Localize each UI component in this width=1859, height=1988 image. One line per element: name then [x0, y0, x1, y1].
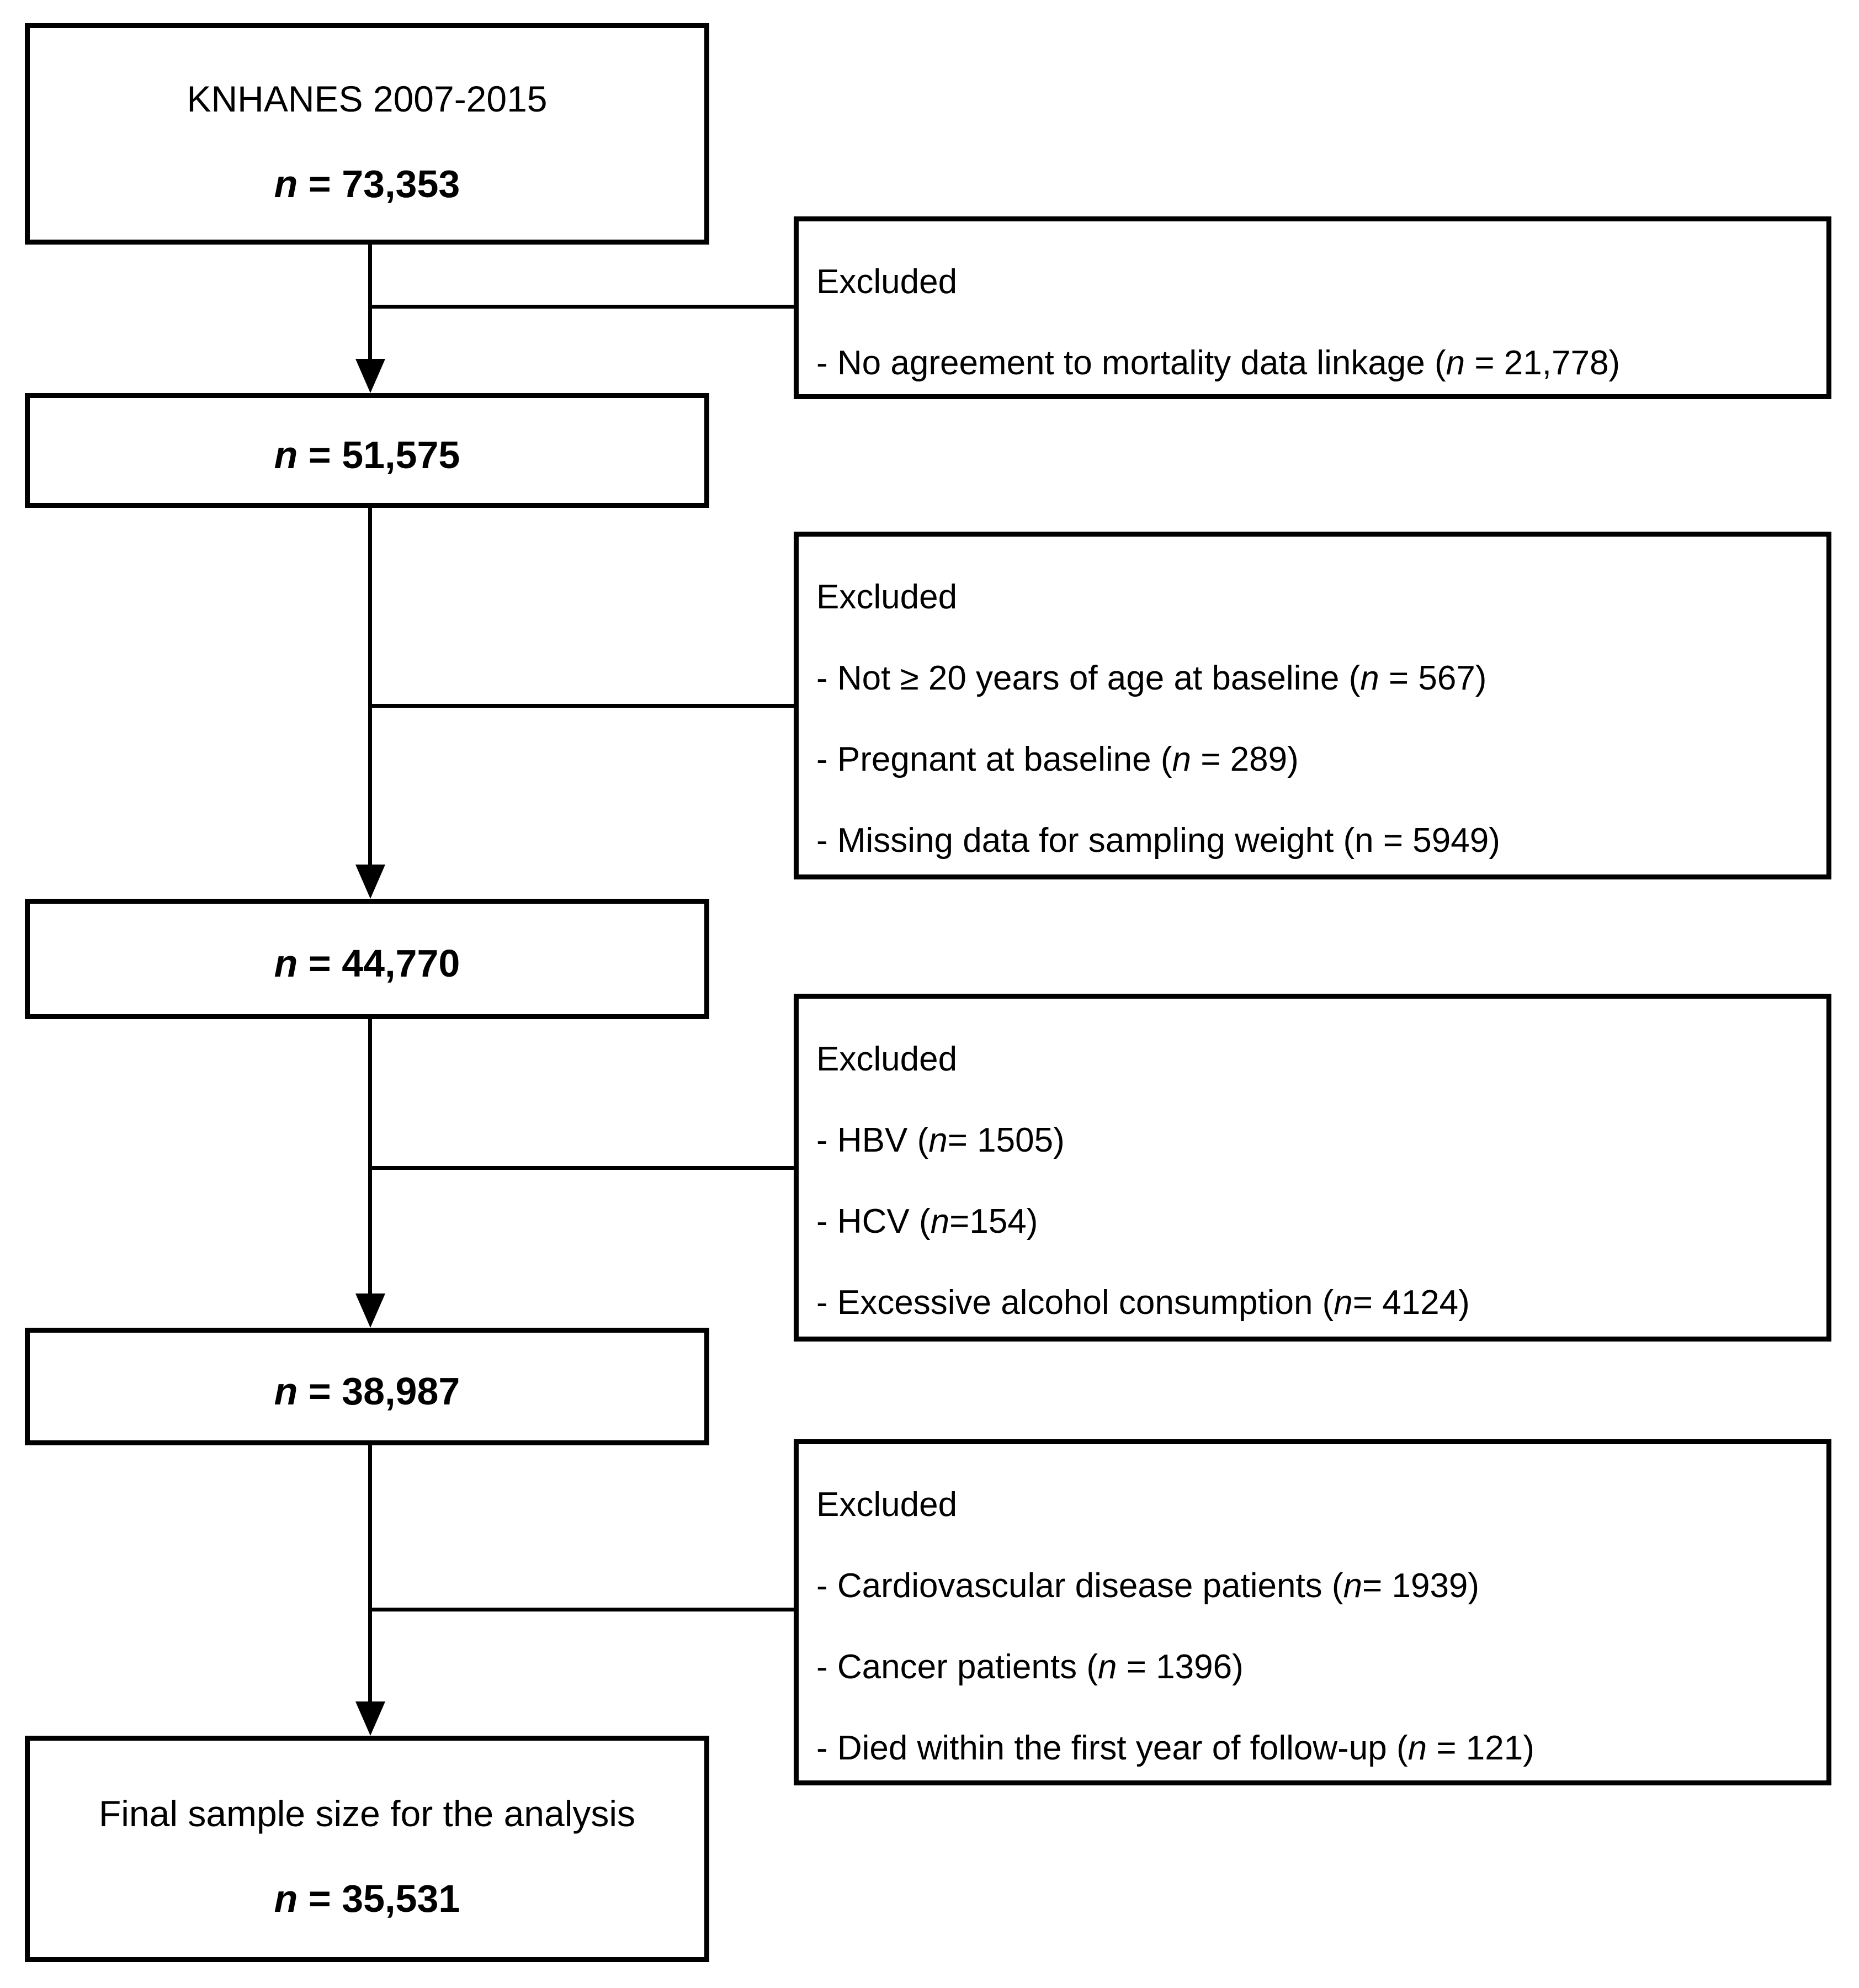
n-symbol: n: [1360, 659, 1379, 697]
n-symbol: n: [274, 1877, 298, 1920]
sample-size-73353: n = 73,353: [274, 161, 460, 207]
cohort-box-final: Final sample size for the analysis n = 3…: [25, 1736, 709, 1962]
excluded-title: Excluded: [816, 1486, 958, 1524]
item-text: - Excessive alcohol consumption (: [816, 1284, 1334, 1322]
excluded-item: - HBV (n= 1505): [816, 1100, 1804, 1181]
arrow-down-icon-1: [355, 359, 385, 393]
excluded-title: Excluded: [816, 578, 958, 616]
excluded-item: - No agreement to mortality data linkage…: [816, 322, 1804, 404]
n-symbol: n: [1407, 1729, 1427, 1767]
item-text: - Pregnant at baseline (: [816, 740, 1172, 778]
item-count: = 21,778): [1465, 344, 1621, 382]
cohort-box-knhanes: KNHANES 2007-2015 n = 73,353: [25, 23, 709, 245]
item-text: - Died within the first year of follow-u…: [816, 1729, 1408, 1767]
arrow-down-icon-2: [355, 865, 385, 899]
final-sample-title: Final sample size for the analysis: [98, 1793, 636, 1834]
excluded-item: - Cancer patients (n = 1396): [816, 1626, 1804, 1708]
connector-line-4: [368, 1445, 372, 1704]
branch-line-4: [370, 1608, 794, 1611]
item-text: - No agreement to mortality data linkage…: [816, 344, 1446, 382]
cohort-box-44770: n = 44,770: [25, 899, 709, 1019]
item-text: - Not ≥ 20 years of age at baseline (: [816, 659, 1361, 697]
excluded-box-2: Excluded - Not ≥ 20 years of age at base…: [794, 532, 1831, 879]
excluded-box-1: Excluded - No agreement to mortality dat…: [794, 216, 1831, 399]
item-count: =154): [949, 1202, 1038, 1240]
connector-line-3: [368, 1019, 372, 1295]
item-text: - HCV (: [816, 1202, 931, 1240]
n-symbol: n: [1098, 1648, 1117, 1686]
item-count: = 1939): [1362, 1567, 1480, 1605]
excluded-item: - Missing data for sampling weight (n = …: [816, 800, 1804, 881]
sample-size-44770: n = 44,770: [274, 940, 460, 987]
n-symbol: n: [274, 433, 298, 476]
cohort-box-51575: n = 51,575: [25, 393, 709, 508]
arrow-down-icon-3: [355, 1293, 385, 1328]
n-value: = 38,987: [298, 1369, 460, 1413]
branch-line-1: [370, 305, 794, 309]
item-count: = 1396): [1117, 1648, 1244, 1686]
n-symbol: n: [928, 1121, 948, 1159]
excluded-item: - Not ≥ 20 years of age at baseline (n =…: [816, 638, 1804, 719]
n-symbol: n: [274, 1369, 298, 1413]
n-symbol: n: [274, 162, 298, 205]
sample-size-35531: n = 35,531: [274, 1875, 460, 1922]
item-count: = 1505): [947, 1121, 1065, 1159]
n-symbol: n: [1334, 1284, 1353, 1322]
n-value: = 51,575: [298, 433, 460, 476]
n-symbol: n: [930, 1202, 950, 1240]
sample-size-51575: n = 51,575: [274, 432, 460, 478]
item-count: = 4124): [1352, 1284, 1470, 1322]
excluded-title: Excluded: [816, 1040, 958, 1078]
item-count: = 289): [1191, 740, 1299, 778]
item-text: - Missing data for sampling weight (n = …: [816, 821, 1500, 860]
excluded-item: - HCV (n=154): [816, 1181, 1804, 1262]
excluded-box-4: Excluded - Cardiovascular disease patien…: [794, 1439, 1831, 1785]
arrow-down-icon-4: [355, 1701, 385, 1736]
n-value: = 35,531: [298, 1877, 460, 1920]
branch-line-2: [370, 704, 794, 708]
excluded-item: - Died within the first year of follow-u…: [816, 1708, 1804, 1789]
item-text: - HBV (: [816, 1121, 929, 1159]
n-symbol: n: [274, 942, 298, 985]
item-count: = 567): [1379, 659, 1487, 697]
sample-size-38987: n = 38,987: [274, 1368, 460, 1414]
branch-line-3: [370, 1166, 794, 1170]
cohort-box-38987: n = 38,987: [25, 1328, 709, 1445]
n-value: = 44,770: [298, 942, 460, 985]
excluded-item: - Excessive alcohol consumption (n= 4124…: [816, 1262, 1804, 1343]
connector-line-1: [368, 245, 372, 361]
excluded-item: - Pregnant at baseline (n = 289): [816, 719, 1804, 800]
item-count: = 121): [1427, 1729, 1534, 1767]
cohort-title: KNHANES 2007-2015: [187, 78, 548, 119]
excluded-item: - Cardiovascular disease patients (n= 19…: [816, 1545, 1804, 1626]
n-symbol: n: [1172, 740, 1191, 778]
n-symbol: n: [1343, 1567, 1363, 1605]
connector-line-2: [368, 508, 372, 866]
n-value: = 73,353: [298, 162, 460, 205]
item-text: - Cancer patients (: [816, 1648, 1098, 1686]
excluded-box-3: Excluded - HBV (n= 1505) - HCV (n=154) -…: [794, 994, 1831, 1342]
excluded-title: Excluded: [816, 263, 958, 301]
n-symbol: n: [1446, 344, 1465, 382]
item-text: - Cardiovascular disease patients (: [816, 1567, 1343, 1605]
